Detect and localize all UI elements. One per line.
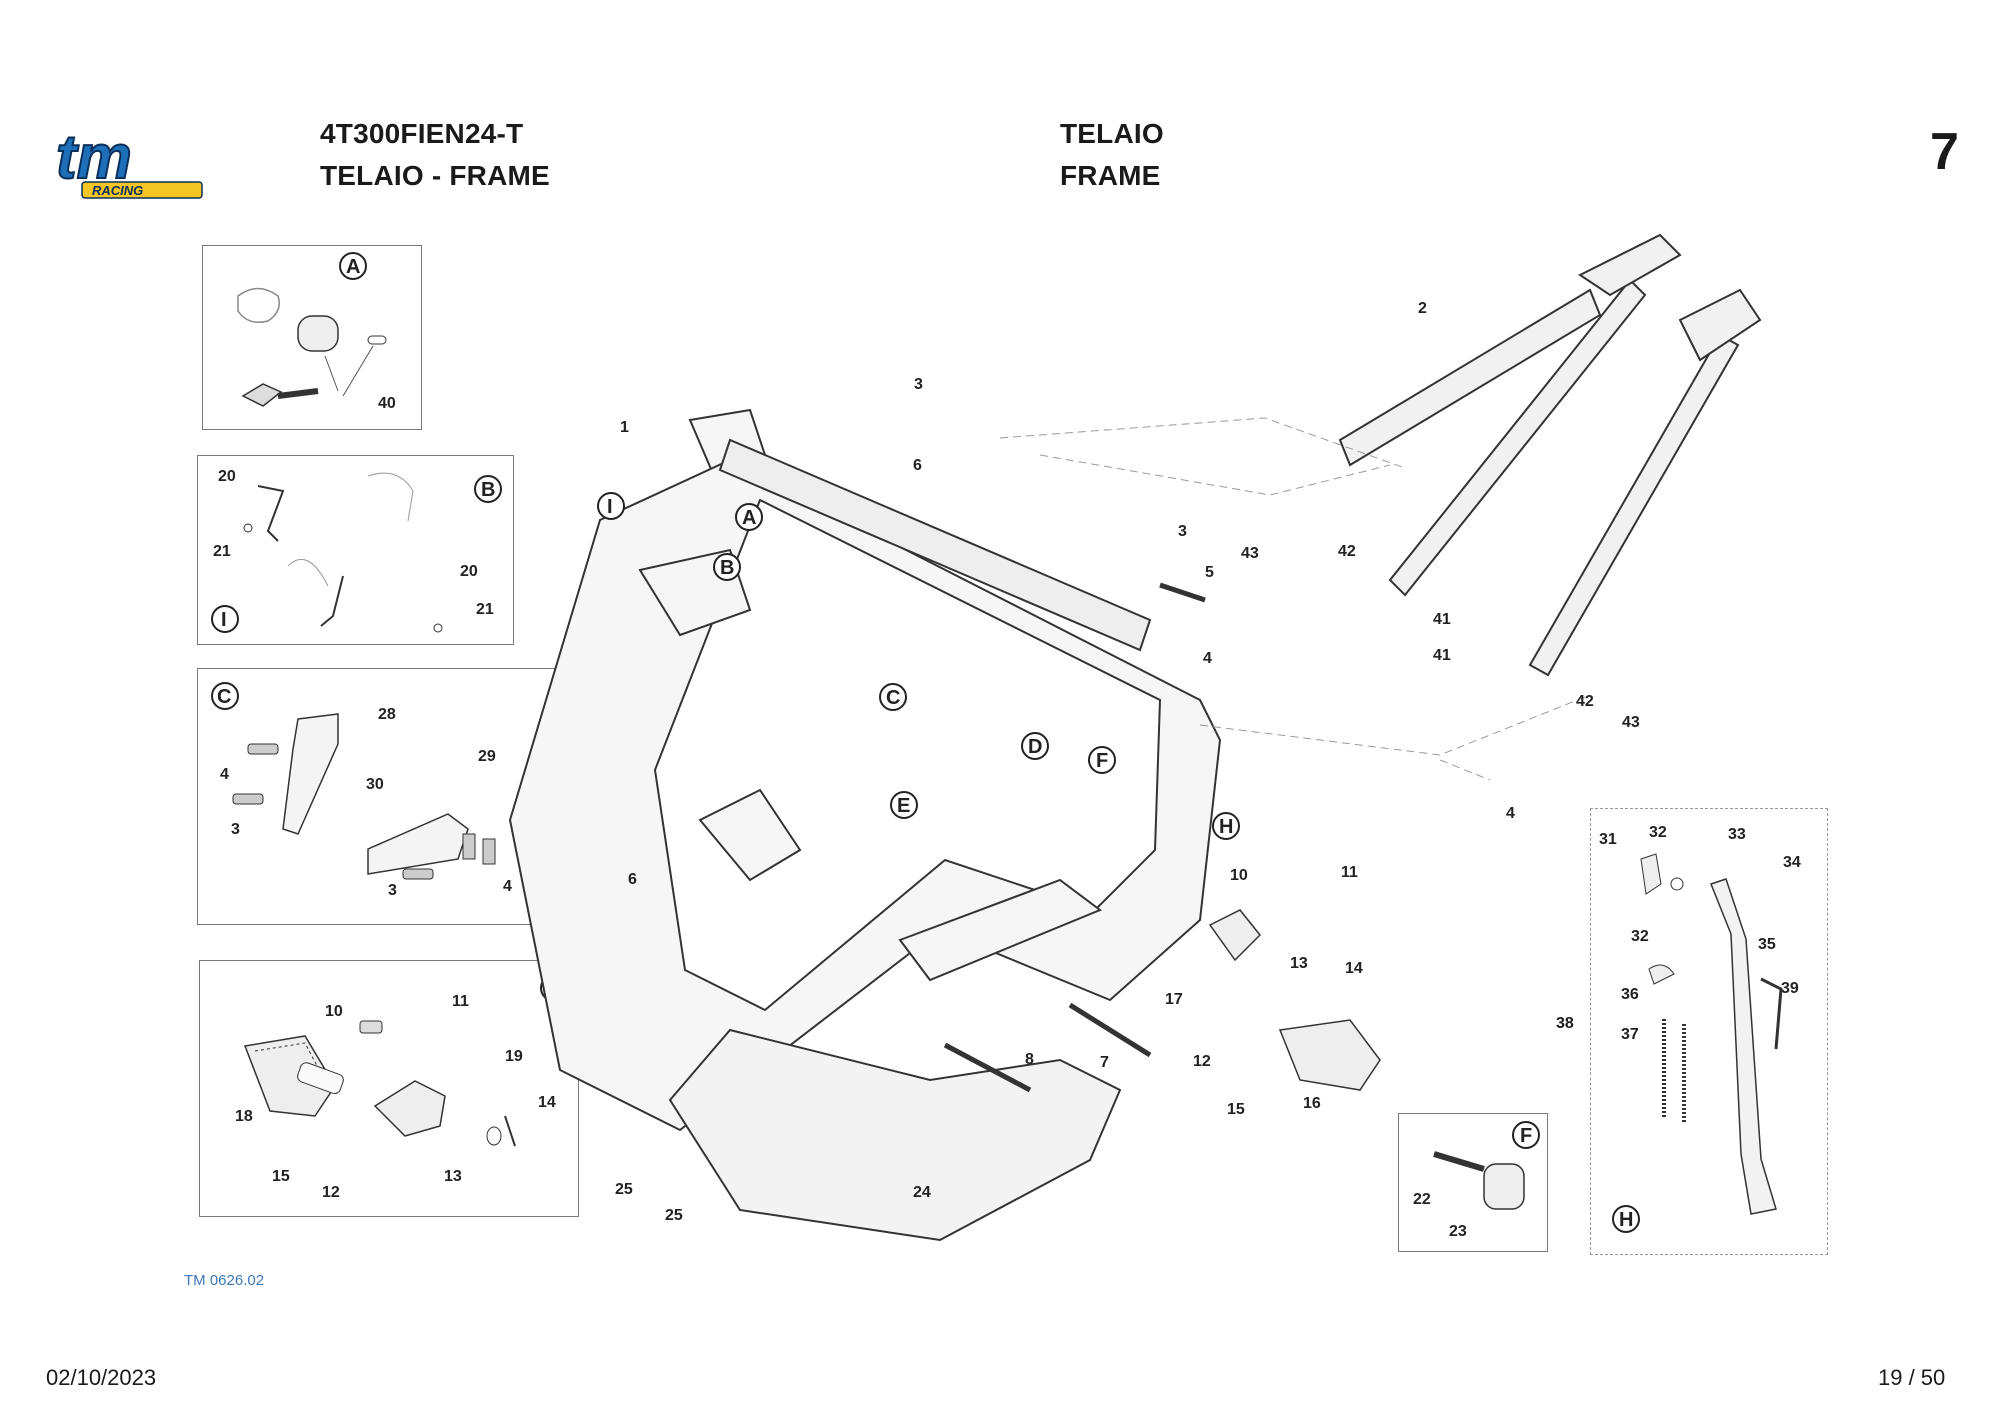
- callout-3-right: 3: [1178, 523, 1187, 540]
- callout-41-a: 41: [1433, 611, 1451, 628]
- callout-3-top: 3: [914, 376, 923, 393]
- callout-6-top: 6: [913, 457, 922, 474]
- callout-40: 40: [378, 395, 396, 412]
- callout-3-c: 3: [231, 821, 240, 838]
- callout-29: 29: [478, 748, 496, 765]
- callout-18: 18: [235, 1108, 253, 1125]
- callout-4-right: 4: [1506, 805, 1515, 822]
- callout-20-b: 20: [460, 563, 478, 580]
- callout-25-b: 25: [665, 1207, 683, 1224]
- callout-17: 17: [1165, 991, 1183, 1008]
- inset-h-drawing: H 31 32 33 34 32 35 36 37 39: [1599, 824, 1801, 1233]
- callout-14: 14: [1345, 960, 1363, 977]
- inset-b-drawing: B I 20 21 20 21: [211, 468, 502, 633]
- inset-a-drawing: A 40: [237, 252, 396, 412]
- main-view-letter-f: F: [1096, 750, 1108, 772]
- callout-4-d: 4: [503, 878, 512, 895]
- document-date: 02/10/2023: [46, 1365, 157, 1390]
- callout-5: 5: [1205, 564, 1214, 581]
- view-letter-a: A: [346, 256, 360, 278]
- inset-f-drawing: F 22 23: [1413, 1121, 1540, 1240]
- section-number: 7: [1930, 123, 1959, 181]
- main-view-letter-d: D: [1028, 736, 1042, 758]
- callout-32-bottom: 32: [1631, 928, 1649, 945]
- inset-h: H 31 32 33 34 32 35 36 37 39: [1590, 808, 1828, 1255]
- callout-28: 28: [378, 706, 396, 723]
- callout-7: 7: [1100, 1054, 1109, 1071]
- callout-21-i: 21: [213, 543, 231, 560]
- callout-12: 12: [1193, 1053, 1211, 1070]
- logo-text: tm: [56, 128, 132, 192]
- callout-11-e: 11: [452, 993, 469, 1010]
- callout-21-b: 21: [476, 601, 494, 618]
- view-letter-b: B: [481, 479, 495, 501]
- main-view-letter-h: H: [1219, 816, 1233, 838]
- callout-10: 10: [1230, 867, 1248, 884]
- callout-37: 37: [1621, 1026, 1639, 1043]
- title-italian: TELAIO: [1060, 118, 1164, 149]
- callout-34: 34: [1783, 854, 1801, 871]
- callout-30: 30: [366, 776, 384, 793]
- main-view-letter-e: E: [897, 795, 910, 817]
- brand-logo: tm RACING: [52, 122, 217, 200]
- logo-subtext: RACING: [92, 183, 143, 198]
- callout-15: 15: [1227, 1101, 1245, 1118]
- callout-4-c: 4: [220, 766, 229, 783]
- callout-31: 31: [1599, 831, 1617, 848]
- inset-cd-drawing: C D 28 4 3 29 30 3 4: [211, 682, 566, 915]
- view-letter-f: F: [1520, 1125, 1532, 1147]
- callout-33: 33: [1728, 826, 1746, 843]
- callout-32-top: 32: [1649, 824, 1667, 841]
- inset-cd: C D 28 4 3 29 30 3 4: [197, 668, 577, 925]
- callout-13: 13: [1290, 955, 1308, 972]
- callout-36: 36: [1621, 986, 1639, 1003]
- callout-13-e: 13: [444, 1168, 462, 1185]
- title-english: FRAME: [1060, 160, 1161, 191]
- view-letter-i: I: [221, 609, 227, 631]
- callout-24: 24: [913, 1184, 931, 1201]
- callout-38: 38: [1556, 1015, 1574, 1032]
- callout-20-i: 20: [218, 468, 236, 485]
- callout-16: 16: [1303, 1095, 1321, 1112]
- callout-8: 8: [1025, 1051, 1034, 1068]
- callout-19: 19: [505, 1048, 523, 1065]
- callout-25-a: 25: [615, 1181, 633, 1198]
- model-code: 4T300FIEN24-T: [320, 118, 524, 149]
- callout-42-b: 42: [1576, 693, 1594, 710]
- callout-10-e: 10: [325, 1003, 343, 1020]
- callout-43-a: 43: [1241, 545, 1259, 562]
- main-view-letter-i: I: [607, 496, 613, 518]
- callout-43-b: 43: [1622, 714, 1640, 731]
- main-view-letter-a: A: [742, 507, 756, 529]
- inset-f: F 22 23: [1398, 1113, 1548, 1252]
- callout-42-a: 42: [1338, 543, 1356, 560]
- view-letter-h: H: [1619, 1209, 1633, 1231]
- callout-23: 23: [1449, 1223, 1467, 1240]
- inset-a: A 40: [202, 245, 422, 430]
- page-counter: 19 / 50: [1878, 1365, 1946, 1390]
- callout-4-left: 4: [1203, 650, 1212, 667]
- view-letter-c: C: [217, 686, 231, 708]
- callout-12-e: 12: [322, 1184, 340, 1201]
- section-title-left: TELAIO - FRAME: [320, 160, 550, 191]
- inset-e: E 10 11 19 18 15 12 13 14: [199, 960, 579, 1217]
- callout-3-d: 3: [388, 882, 397, 899]
- callout-15-e: 15: [272, 1168, 290, 1185]
- callout-2: 2: [1418, 300, 1427, 317]
- callout-41-b: 41: [1433, 647, 1451, 664]
- callout-14-e: 14: [538, 1094, 556, 1111]
- inset-e-drawing: E 10 11 19 18 15 12 13 14: [235, 974, 568, 1201]
- document-reference: TM 0626.02: [184, 1272, 265, 1289]
- callout-35: 35: [1758, 936, 1776, 953]
- callout-11: 11: [1341, 864, 1358, 881]
- tm-racing-logo-icon: tm RACING: [55, 122, 203, 199]
- callout-39: 39: [1781, 980, 1799, 997]
- main-view-letter-c: C: [886, 687, 900, 709]
- callout-1: 1: [620, 419, 629, 436]
- callout-6-left: 6: [628, 871, 637, 888]
- main-view-letter-b: B: [720, 557, 734, 579]
- inset-b: B I 20 21 20 21: [197, 455, 514, 645]
- callout-22: 22: [1413, 1191, 1431, 1208]
